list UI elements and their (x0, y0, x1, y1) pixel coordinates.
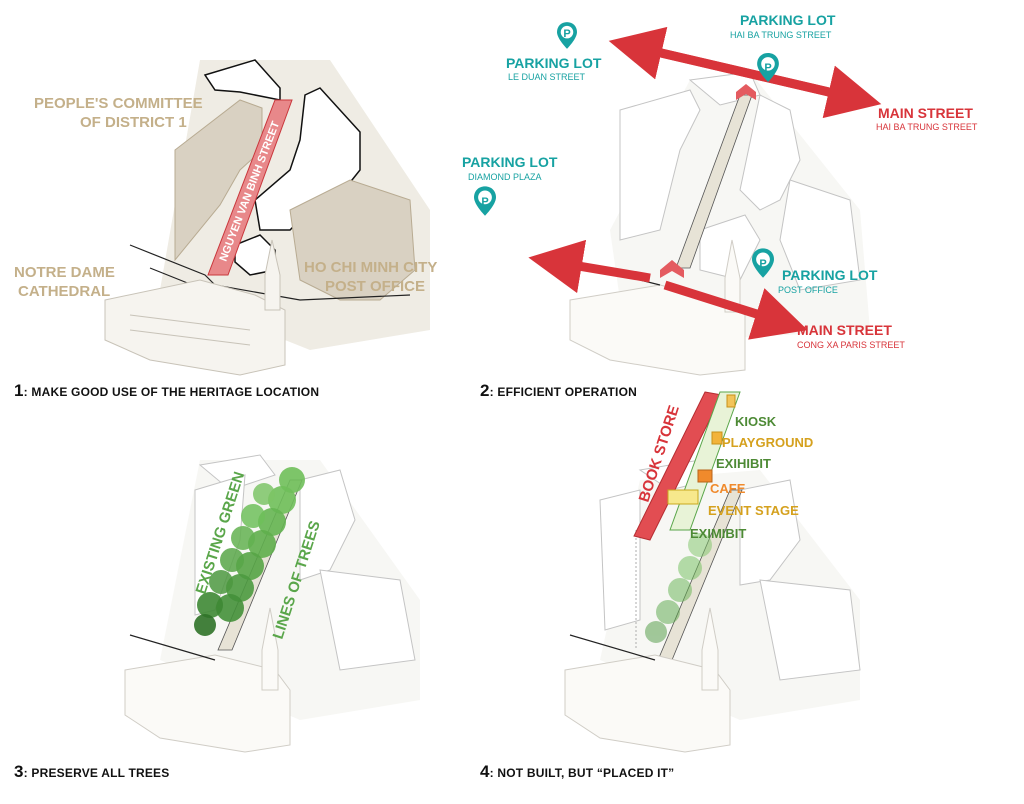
parking-post-sub: POST OFFICE (778, 285, 838, 295)
playground-block (711, 431, 723, 445)
cathedral-label-1: NOTRE DAME (14, 264, 115, 281)
playground-label: PLAYGROUND (722, 435, 813, 450)
event-stage-block (667, 489, 699, 505)
arrow-hai-ba-trung-left (608, 26, 852, 102)
cafe-label: CAFE (710, 481, 746, 496)
caption-1-number: 1 (14, 381, 24, 400)
parking-hbt-title: PARKING LOT (740, 12, 836, 28)
kiosk-block (726, 394, 736, 408)
caption-4: 4: NOT BUILT, BUT “PLACED IT” (480, 762, 674, 782)
exhibit-label-2: EXIMIBIT (690, 526, 746, 541)
parking-diamond-sub: DIAMOND PLAZA (468, 172, 542, 182)
panel-4: BOOK STORE KIOSK PLAYGROUND EXIHIBIT CAF… (564, 391, 861, 753)
post-office-label-2: POST OFFICE (325, 278, 425, 295)
caption-2-text: : EFFICIENT OPERATION (489, 385, 637, 399)
entry-chevron-south (660, 260, 684, 278)
faded-trees (645, 533, 712, 643)
post-office-building (289, 179, 416, 301)
outline-buildings (619, 71, 861, 291)
caption-2: 2: EFFICIENT OPERATION (480, 381, 637, 401)
caption-3-number: 3 (14, 762, 24, 781)
pin-letter-3: P (481, 196, 488, 208)
main-street-cxp-title: MAIN STREET (797, 322, 892, 338)
main-street-cxp-sub: CONG XA PARIS STREET (797, 340, 905, 350)
parking-leduan-title: PARKING LOT (506, 55, 602, 71)
parking-leduan-sub: LE DUAN STREET (508, 72, 586, 82)
post-office-label-1: HO CHI MINH CITY (304, 259, 437, 276)
pin-letter-2: P (764, 62, 771, 74)
tree-line (194, 467, 305, 636)
caption-4-number: 4 (480, 762, 490, 781)
arrow-cong-xa-left (528, 239, 651, 294)
pin-letter-1: P (563, 28, 570, 40)
panel-2: P P P P PARKING LOT HAI BA TRUNG STREET … (462, 12, 978, 376)
cathedral-outline-2 (569, 239, 746, 376)
caption-1-text: : MAKE GOOD USE OF THE HERITAGE LOCATION (23, 385, 320, 399)
panel-3: EXISTING GREEN LINES OF TREES (124, 454, 420, 753)
caption-4-text: : NOT BUILT, BUT “PLACED IT” (489, 766, 675, 780)
cathedral-outline-4 (564, 607, 731, 753)
committee-label-2: OF DISTRICT 1 (80, 114, 187, 131)
cafe-block (697, 469, 713, 483)
pin-letter-4: P (759, 258, 766, 270)
event-stage-label: EVENT STAGE (708, 503, 799, 518)
cathedral-building (104, 239, 286, 376)
exhibit-label-1: EXIHIBIT (716, 456, 771, 471)
caption-3-text: : PRESERVE ALL TREES (23, 766, 170, 780)
caption-3: 3: PRESERVE ALL TREES (14, 762, 169, 782)
caption-1: 1: MAKE GOOD USE OF THE HERITAGE LOCATIO… (14, 381, 319, 401)
parking-post-title: PARKING LOT (782, 267, 878, 283)
main-street-hbt-sub: HAI BA TRUNG STREET (876, 122, 978, 132)
caption-2-number: 2 (480, 381, 490, 400)
book-store-band (633, 391, 723, 541)
outline-buildings-3 (194, 454, 416, 671)
nguyen-van-binh-street (207, 99, 293, 276)
panel-1: PEOPLE'S COMMITTEE OF DISTRICT 1 NGUYEN … (14, 59, 437, 376)
cathedral-label-2: CATHEDRAL (18, 283, 110, 300)
main-street-hbt-title: MAIN STREET (878, 105, 973, 121)
cathedral-outline-3 (124, 607, 291, 753)
kiosk-label: KIOSK (735, 414, 777, 429)
arrow-cong-xa-right (663, 280, 808, 340)
committee-label-1: PEOPLE'S COMMITTEE (34, 95, 203, 112)
parking-hbt-sub: HAI BA TRUNG STREET (730, 30, 832, 40)
entry-chevron-north (736, 84, 756, 100)
outline-buildings-4 (599, 459, 861, 681)
parking-diamond-title: PARKING LOT (462, 154, 558, 170)
committee-building (174, 99, 263, 262)
